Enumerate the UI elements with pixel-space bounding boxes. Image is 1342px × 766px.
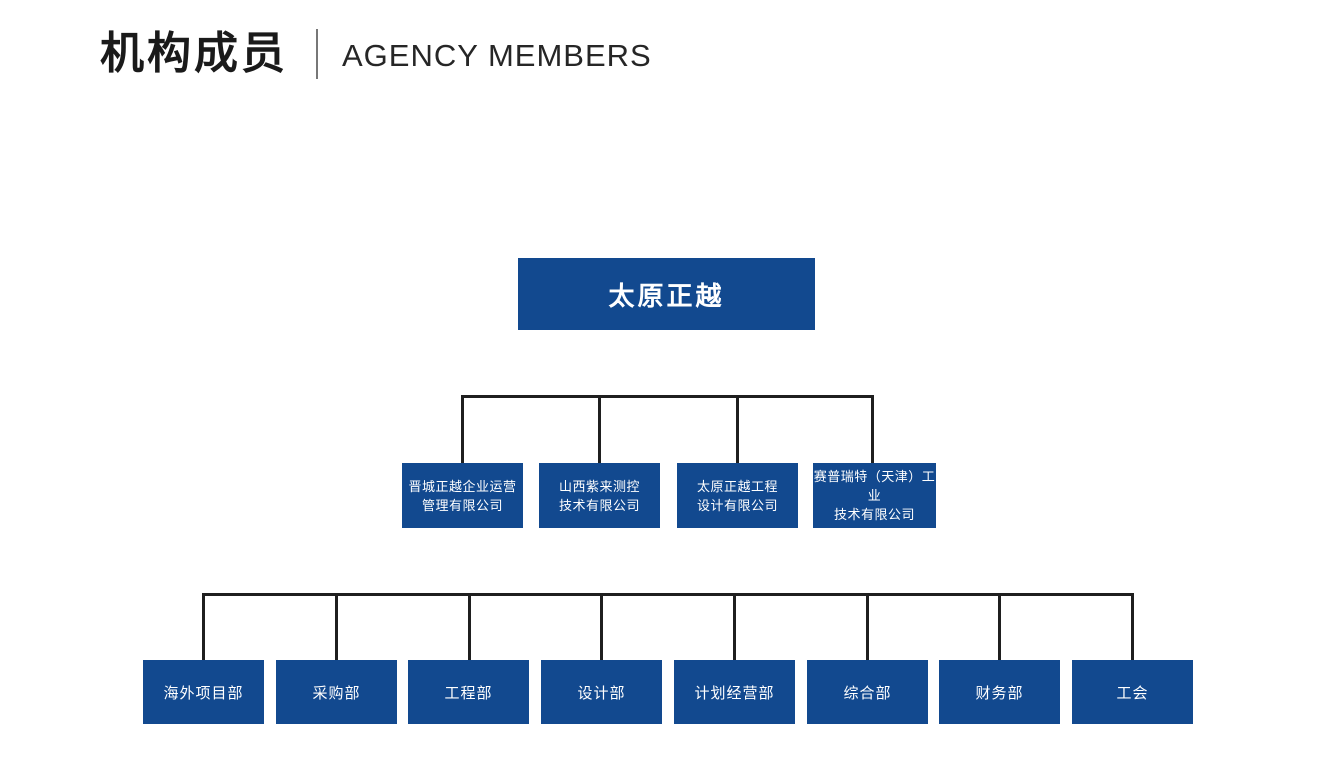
connector-subsidiary-drop-2 [598, 395, 601, 463]
subsidiary-label-line2: 技术有限公司 [833, 507, 915, 522]
org-node-department-procurement: 采购部 [276, 660, 397, 724]
connector-subsidiary-drop-1 [461, 395, 464, 463]
connector-subsidiaries-horizontal [461, 395, 874, 398]
org-node-department-finance: 财务部 [939, 660, 1060, 724]
connector-department-drop-3 [468, 593, 471, 660]
org-node-department-general-affairs: 综合部 [807, 660, 928, 724]
connector-department-drop-5 [733, 593, 736, 660]
org-node-root-label: 太原正越 [608, 280, 725, 311]
subsidiary-label-line1: 山西紫来测控 [558, 478, 640, 494]
org-node-department-design: 设计部 [541, 660, 662, 724]
connector-department-drop-2 [335, 593, 338, 660]
connector-department-drop-6 [866, 593, 869, 660]
connector-departments-horizontal [202, 593, 1134, 596]
subsidiary-label-line2: 技术有限公司 [558, 497, 640, 513]
org-node-subsidiary-2: 山西紫来测控 技术有限公司 [539, 463, 660, 528]
org-node-department-labor-union: 工会 [1072, 660, 1193, 724]
connector-department-drop-4 [600, 593, 603, 660]
page-title: 机构成员 [100, 29, 288, 78]
department-label: 设计部 [577, 684, 626, 702]
subsidiary-label-line1: 晋城正越企业运营 [408, 478, 517, 494]
title-divider [316, 29, 318, 79]
org-node-subsidiary-4: 赛普瑞特（天津）工业 技术有限公司 [813, 463, 936, 528]
department-label: 综合部 [843, 684, 892, 702]
connector-department-drop-1 [202, 593, 205, 660]
org-node-department-planning-operations: 计划经营部 [674, 660, 795, 724]
org-node-department-overseas-projects: 海外项目部 [143, 660, 264, 724]
connector-subsidiary-drop-4 [871, 395, 874, 463]
connector-department-drop-8 [1131, 593, 1134, 660]
page-subtitle: AGENCY MEMBERS [342, 37, 652, 73]
org-node-root: 太原正越 [518, 258, 815, 330]
org-node-department-engineering: 工程部 [408, 660, 529, 724]
org-node-subsidiary-1: 晋城正越企业运营 管理有限公司 [402, 463, 523, 528]
department-label: 采购部 [312, 684, 361, 702]
page-header: 机构成员 AGENCY MEMBERS [100, 26, 652, 82]
org-node-subsidiary-3: 太原正越工程 设计有限公司 [677, 463, 798, 528]
subsidiary-label-line1: 赛普瑞特（天津）工业 [813, 469, 936, 503]
subsidiary-label-line1: 太原正越工程 [696, 478, 778, 494]
subsidiary-label-line2: 设计有限公司 [696, 497, 778, 513]
department-label: 计划经营部 [694, 684, 775, 702]
department-label: 海外项目部 [163, 684, 244, 702]
connector-subsidiary-drop-3 [736, 395, 739, 463]
department-label: 财务部 [975, 684, 1024, 702]
department-label: 工会 [1116, 684, 1149, 702]
subsidiary-label-line2: 管理有限公司 [421, 497, 503, 513]
department-label: 工程部 [444, 684, 493, 702]
connector-department-drop-7 [998, 593, 1001, 660]
